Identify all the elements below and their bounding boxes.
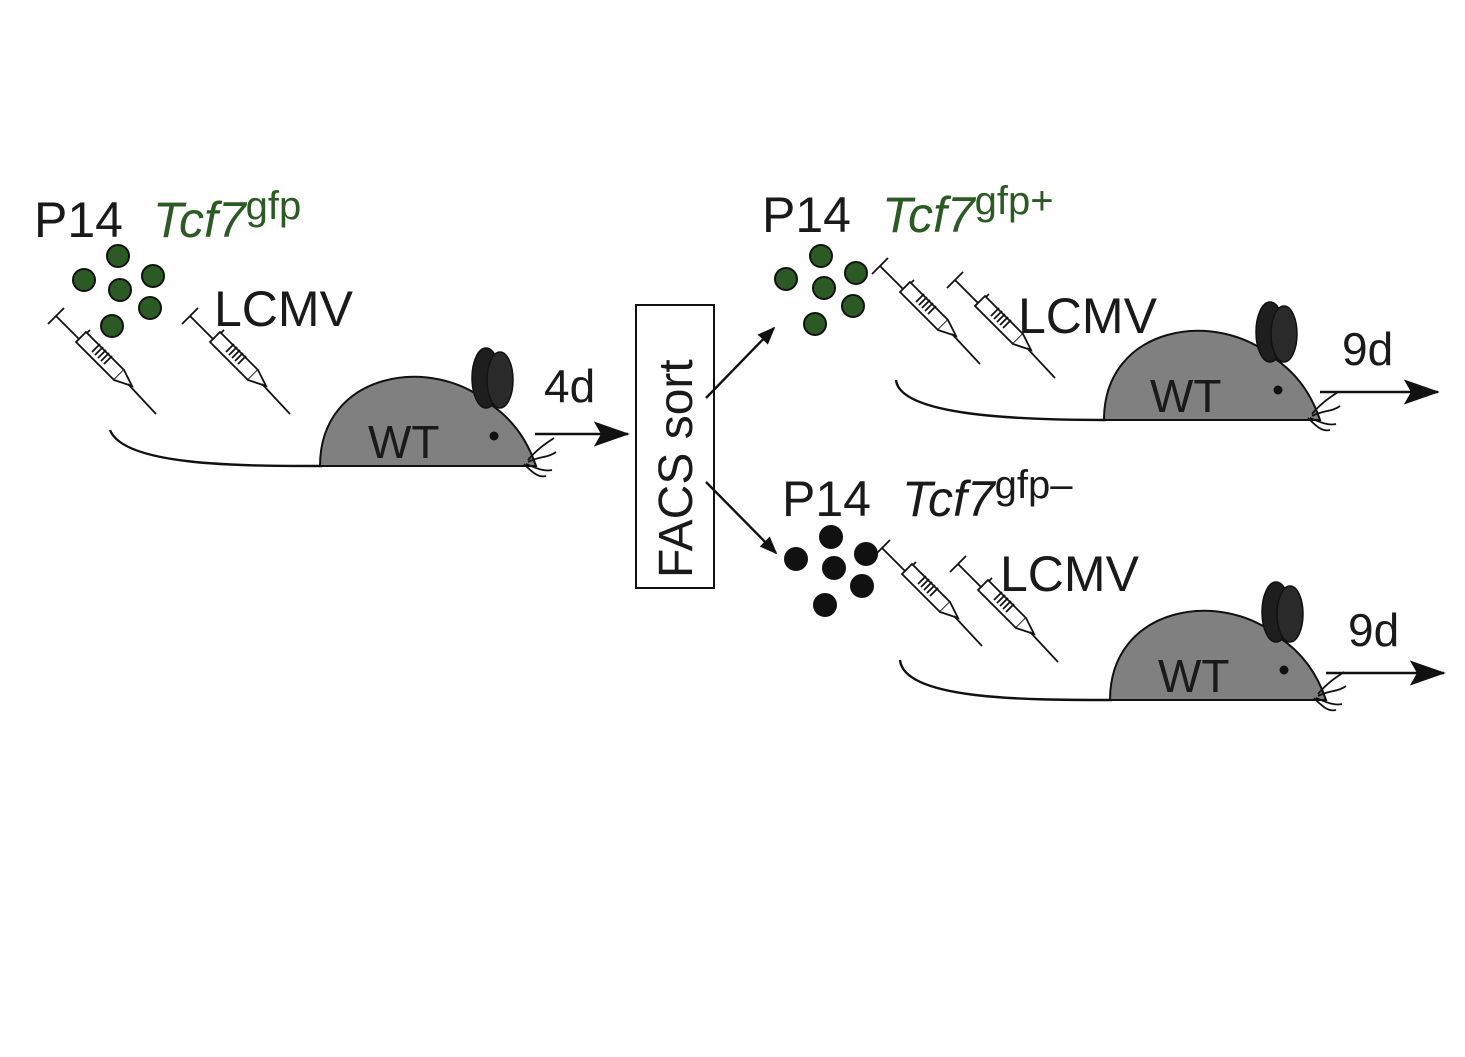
arrow-icon	[705, 481, 778, 555]
arrow-icon	[705, 326, 776, 399]
mouse-tail	[894, 379, 1107, 422]
cell-icon	[774, 267, 798, 291]
branch-gfp-negative: P14 Tcf7gfp– LCMV WT 9d	[782, 463, 1446, 712]
facs-sort-box	[635, 304, 715, 589]
branch1-gene: Tcf7	[882, 187, 977, 243]
facs-sort-label: FACS sort	[650, 359, 703, 578]
donor-gene: Tcf7	[153, 192, 248, 248]
cell-icon	[819, 525, 843, 549]
branch1-genotype: Tcf7gfp+	[882, 179, 1054, 243]
interval-4d: 4d	[544, 360, 595, 412]
cell-icon	[841, 294, 865, 318]
branch2-strain: P14	[782, 471, 871, 527]
cell-icon	[822, 556, 846, 580]
cell-icon	[844, 261, 868, 285]
branch1-cells	[774, 244, 868, 336]
donor-cells	[72, 244, 165, 338]
syringe-icon	[871, 257, 981, 365]
cell-icon	[812, 276, 836, 300]
donor-strain: P14	[34, 192, 123, 248]
cell-icon	[138, 296, 162, 320]
donor-label: P14 Tcf7gfp	[34, 184, 301, 248]
branch2-cells	[784, 525, 878, 617]
branch1-strain: P14	[762, 187, 851, 243]
branch2-infection: LCMV	[1000, 546, 1140, 602]
cell-icon	[72, 268, 96, 292]
cell-icon	[854, 542, 878, 566]
branch2-interval: 9d	[1348, 604, 1399, 656]
branch1-reporter: gfp+	[975, 179, 1054, 223]
branch-gfp-positive: P14 Tcf7gfp+ LCMV WT 9d	[762, 179, 1440, 432]
mouse-tail	[108, 429, 323, 468]
donor-reporter: gfp	[246, 184, 302, 228]
branch2-recipient: WT	[1158, 650, 1230, 702]
branch2-gene: Tcf7	[902, 471, 997, 527]
branch2-reporter: gfp–	[995, 463, 1074, 507]
cell-icon	[106, 244, 130, 268]
cell-icon	[100, 314, 124, 338]
cell-icon	[850, 574, 874, 598]
cell-icon	[108, 278, 132, 302]
cell-icon	[813, 593, 837, 617]
branch2-genotype: Tcf7gfp–	[902, 463, 1073, 527]
branch1-recipient: WT	[1150, 370, 1222, 422]
recipient-label: WT	[368, 416, 440, 468]
mouse-tail	[898, 659, 1113, 702]
infection-label: LCMV	[214, 281, 354, 337]
cell-icon	[141, 264, 165, 288]
branch1-infection: LCMV	[1018, 288, 1158, 344]
donor-genotype: Tcf7gfp	[153, 184, 301, 248]
cell-icon	[809, 244, 833, 268]
cell-icon	[803, 312, 827, 336]
cell-icon	[784, 547, 808, 571]
branch1-interval: 9d	[1342, 323, 1393, 375]
